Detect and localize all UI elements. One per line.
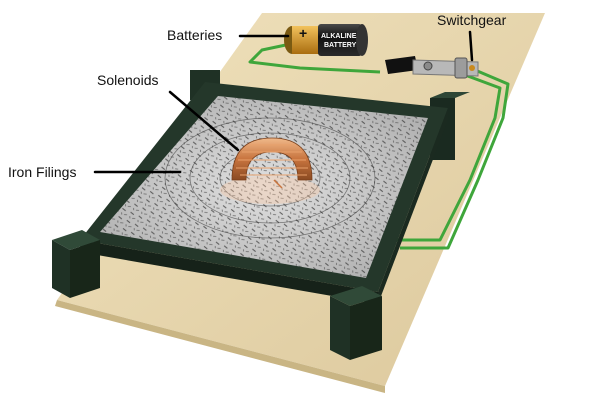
battery-icon — [284, 24, 368, 56]
battery-brand-line1: ALKALINE — [321, 33, 357, 40]
label-solenoids: Solenoids — [97, 72, 159, 88]
label-switchgear: Switchgear — [437, 12, 507, 28]
front-posts — [52, 230, 382, 360]
label-pointers — [93, 30, 474, 174]
battery-brand-line2: BATTERY — [324, 42, 357, 49]
label-iron-filings: Iron Filings — [8, 164, 77, 180]
base-board-edge — [55, 300, 385, 393]
solenoid-coil-icon — [220, 137, 320, 204]
iron-filings-glass — [100, 96, 428, 278]
switchgear-icon — [385, 56, 479, 79]
label-batteries: Batteries — [167, 27, 223, 43]
circuit-wires — [248, 40, 510, 250]
battery-plus-sign: + — [299, 25, 307, 41]
